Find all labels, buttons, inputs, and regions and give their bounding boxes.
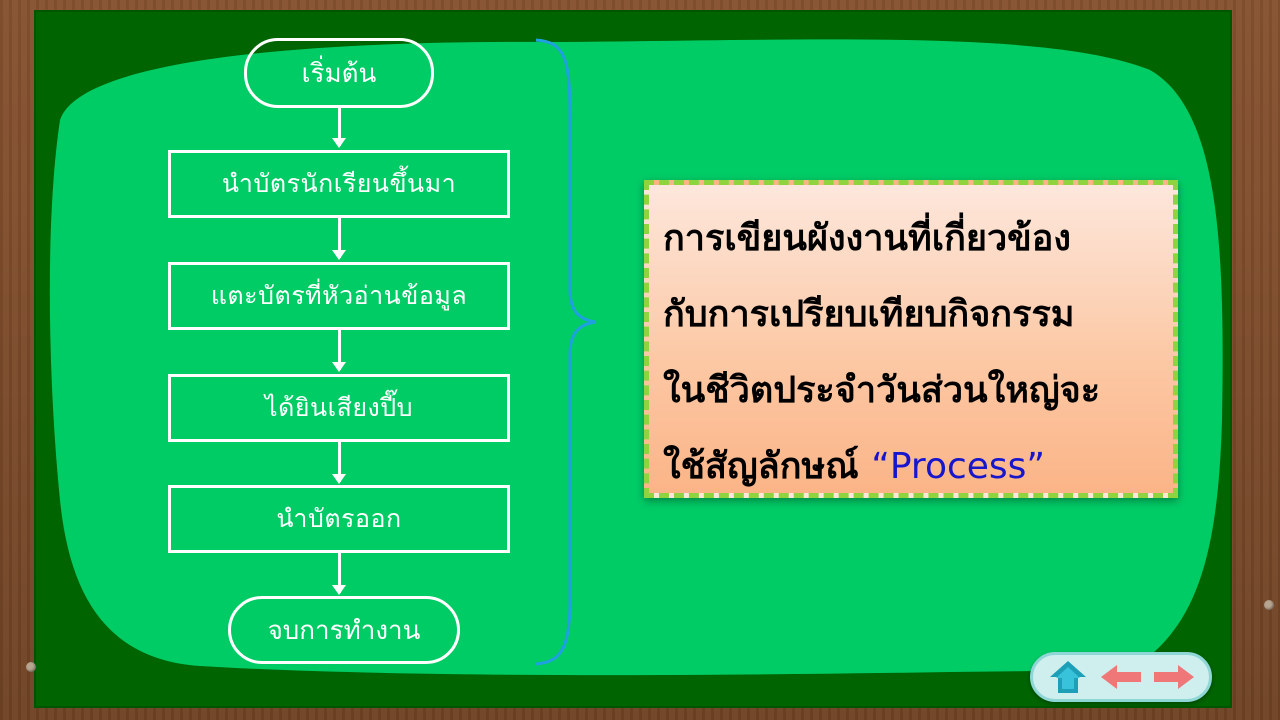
back-button[interactable] [1099,659,1143,695]
screw-icon [1264,600,1274,610]
brace-icon [535,38,597,666]
note-line: กับการเปรียบเทียบกิจกรรม [663,294,1075,335]
explanation-note: การเขียนผังงานที่เกี่ยวข้อง กับการเปรียบ… [644,180,1178,498]
arrow-right-icon [1154,665,1195,689]
flow-start-terminal: เริ่มต้น [244,38,434,108]
flow-end-label: จบการทำงาน [267,615,421,646]
flow-arrow [332,218,346,260]
flow-step-4: นำบัตรออก [168,485,510,553]
flow-arrow [332,553,346,595]
note-line-text: ใช้สัญลักษณ์ [663,446,859,487]
flow-step-label: แตะบัตรที่หัวอ่านข้อมูล [210,281,468,310]
flow-arrow [332,108,346,148]
flow-step-label: นำบัตรนักเรียนขึ้นมา [221,169,457,198]
flow-step-2: แตะบัตรที่หัวอ่านข้อมูล [168,262,510,330]
note-line: ในชีวิตประจำวันส่วนใหญ่จะ [663,370,1101,411]
flow-arrow [332,442,346,484]
home-icon [1049,661,1086,693]
screw-icon [26,662,36,672]
flow-arrow [332,330,346,372]
flow-step-3: ได้ยินเสียงปี๊บ [168,374,510,442]
flow-start-label: เริ่มต้น [301,58,377,89]
note-line: การเขียนผังงานที่เกี่ยวข้อง [663,218,1071,259]
next-button[interactable] [1152,659,1196,695]
process-highlight: “Process” [871,446,1046,487]
flow-step-1: นำบัตรนักเรียนขึ้นมา [168,150,510,218]
flow-step-label: นำบัตรออก [276,504,402,533]
arrow-left-icon [1100,665,1141,689]
note-line-last: ใช้สัญลักษณ์ “Process” [663,429,1163,505]
flow-step-label: ได้ยินเสียงปี๊บ [265,393,413,422]
nav-controls [1030,652,1212,702]
flow-end-terminal: จบการทำงาน [228,596,460,664]
home-button[interactable] [1046,659,1090,695]
